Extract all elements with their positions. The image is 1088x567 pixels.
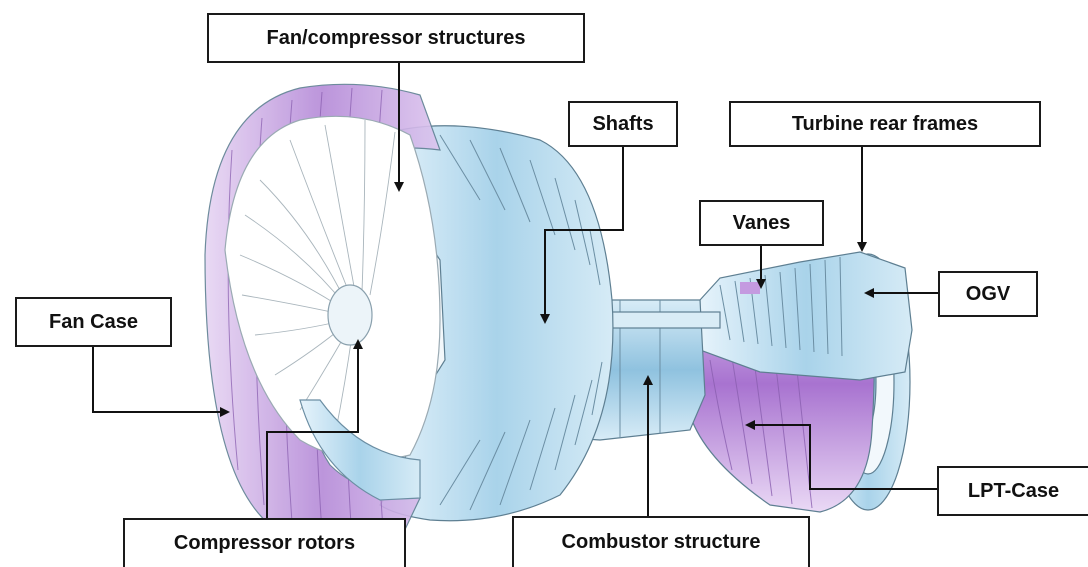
label-lpt-case: LPT-Case xyxy=(937,466,1088,516)
label-text: Compressor rotors xyxy=(174,532,355,555)
label-text: OGV xyxy=(966,283,1010,306)
fan-spinner xyxy=(328,285,372,345)
label-text: LPT-Case xyxy=(968,480,1059,503)
label-ogv: OGV xyxy=(938,271,1038,317)
label-text: Shafts xyxy=(592,113,653,136)
label-text: Combustor structure xyxy=(562,531,761,554)
turbine-frame-shape xyxy=(700,252,912,380)
label-combustor-structure: Combustor structure xyxy=(512,516,810,567)
leader-fan-case xyxy=(93,347,228,412)
label-fan-compressor-structures: Fan/compressor structures xyxy=(207,13,585,63)
engine-body xyxy=(205,84,912,547)
label-text: Fan/compressor structures xyxy=(267,27,526,50)
label-text: Vanes xyxy=(733,212,791,235)
label-fan-case: Fan Case xyxy=(15,297,172,347)
label-turbine-rear-frames: Turbine rear frames xyxy=(729,101,1041,147)
label-compressor-rotors: Compressor rotors xyxy=(123,518,406,567)
label-text: Turbine rear frames xyxy=(792,113,978,136)
label-vanes: Vanes xyxy=(699,200,824,246)
label-shafts: Shafts xyxy=(568,101,678,147)
label-text: Fan Case xyxy=(49,311,138,334)
